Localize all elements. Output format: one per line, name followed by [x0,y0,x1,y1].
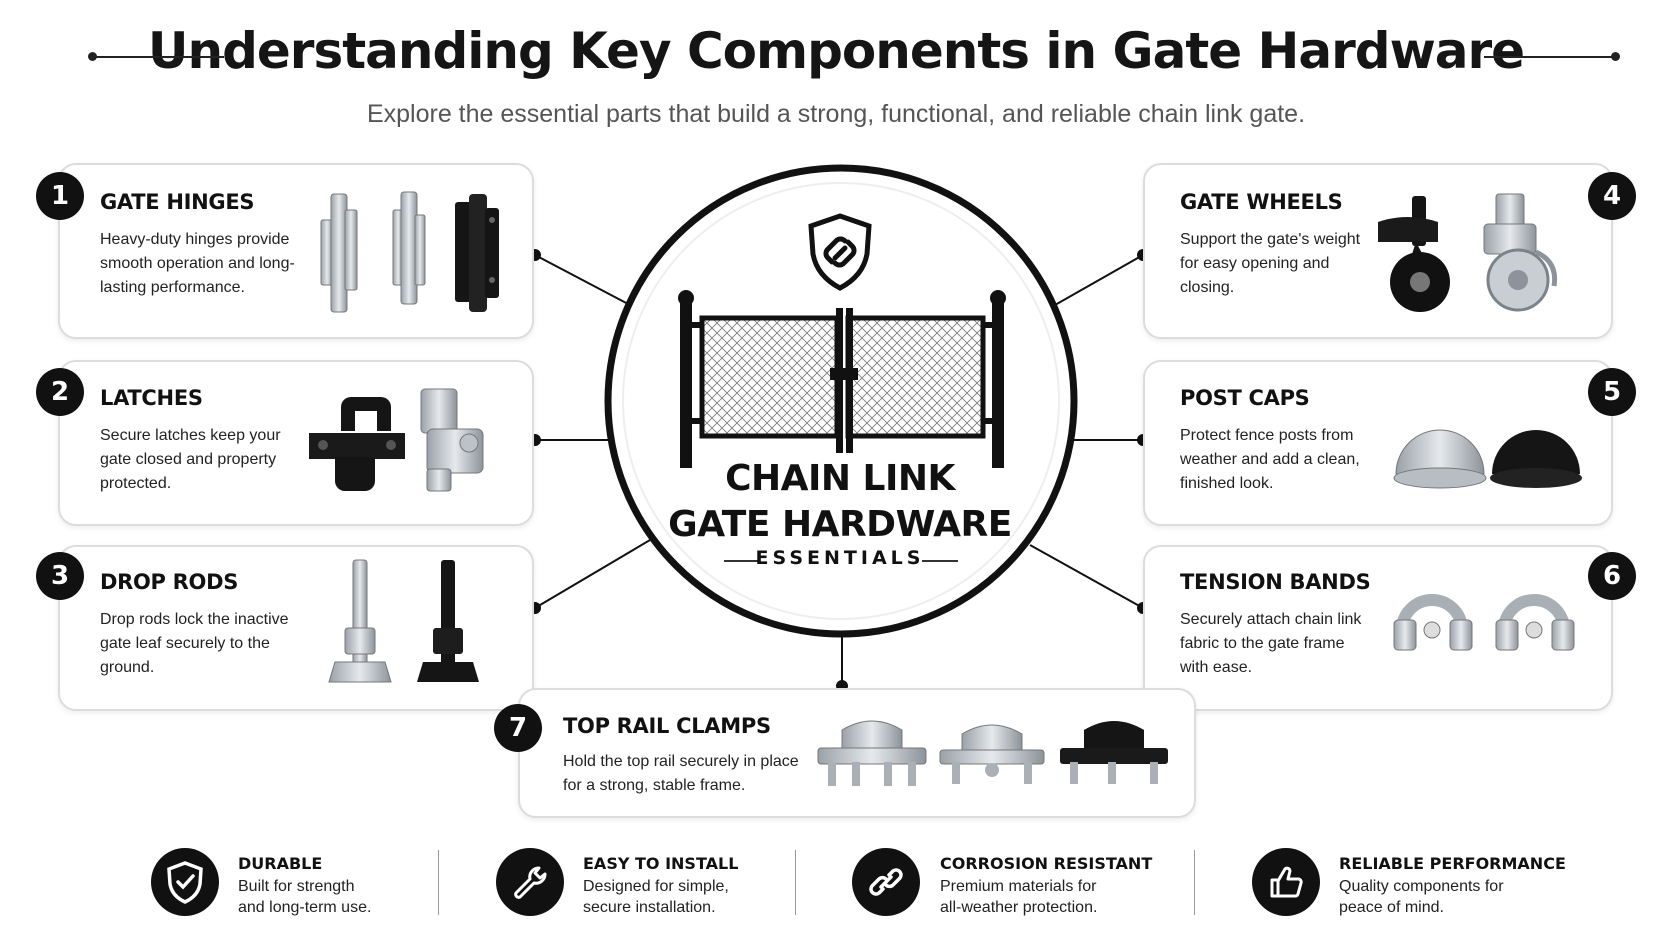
center-subtitle: ESSENTIALS [755,547,925,569]
thumbs-up-icon [1252,848,1320,916]
tension-bands-image [1393,594,1575,651]
center-title-line1: CHAIN LINK [725,458,955,499]
gate-wheels-image [1378,193,1558,312]
badge-number: 5 [1588,368,1636,416]
badge-number: 2 [36,368,84,416]
center-title-line2: GATE HARDWARE [668,504,1012,545]
post-caps-image [1393,429,1582,489]
card-title: DROP RODS [100,570,239,594]
badge-number: 1 [36,172,84,220]
gate-hinges-image [320,191,499,313]
title-right-dot [1611,52,1620,61]
latches-image [309,388,484,492]
center-sub-rule-right [922,560,958,562]
chain-link-icon [852,848,920,916]
wrench-icon [496,848,564,916]
center-sub-rule-left [724,560,760,562]
feature-title-easy-install: EASY TO INSTALL [583,854,739,873]
title-right-rule [1484,56,1616,58]
feature-divider [1194,850,1195,915]
badge-number: 3 [36,552,84,600]
feature-divider [438,850,439,915]
feature-title-reliable: RELIABLE PERFORMANCE [1339,854,1566,873]
shield-chain-link-icon [808,213,872,291]
card-title: TENSION BANDS [1180,570,1371,594]
feature-title-corrosion: CORROSION RESISTANT [940,854,1153,873]
page-subtitle: Explore the essential parts that build a… [366,100,1306,128]
badge-number: 6 [1588,552,1636,600]
card-title: GATE WHEELS [1180,190,1343,214]
card-title: LATCHES [100,386,203,410]
top-rail-clamps-image [817,720,1168,786]
badge-number: 4 [1588,172,1636,220]
feature-desc-easy-install: Designed for simple,secure installation. [583,878,729,916]
feature-divider [795,850,796,915]
shield-check-icon [151,848,219,916]
component-card-gate-hinges [58,163,534,339]
card-title: POST CAPS [1180,386,1310,410]
badge-number: 7 [494,704,542,752]
page-title: Understanding Key Components in Gate Har… [147,22,1525,80]
feature-title-durable: DURABLE [238,854,323,873]
drop-rods-image [328,559,479,683]
chain-link-gate-illustration [678,290,1006,468]
card-title: TOP RAIL CLAMPS [563,714,771,738]
title-left-rule [92,56,224,58]
card-title: GATE HINGES [100,190,255,214]
